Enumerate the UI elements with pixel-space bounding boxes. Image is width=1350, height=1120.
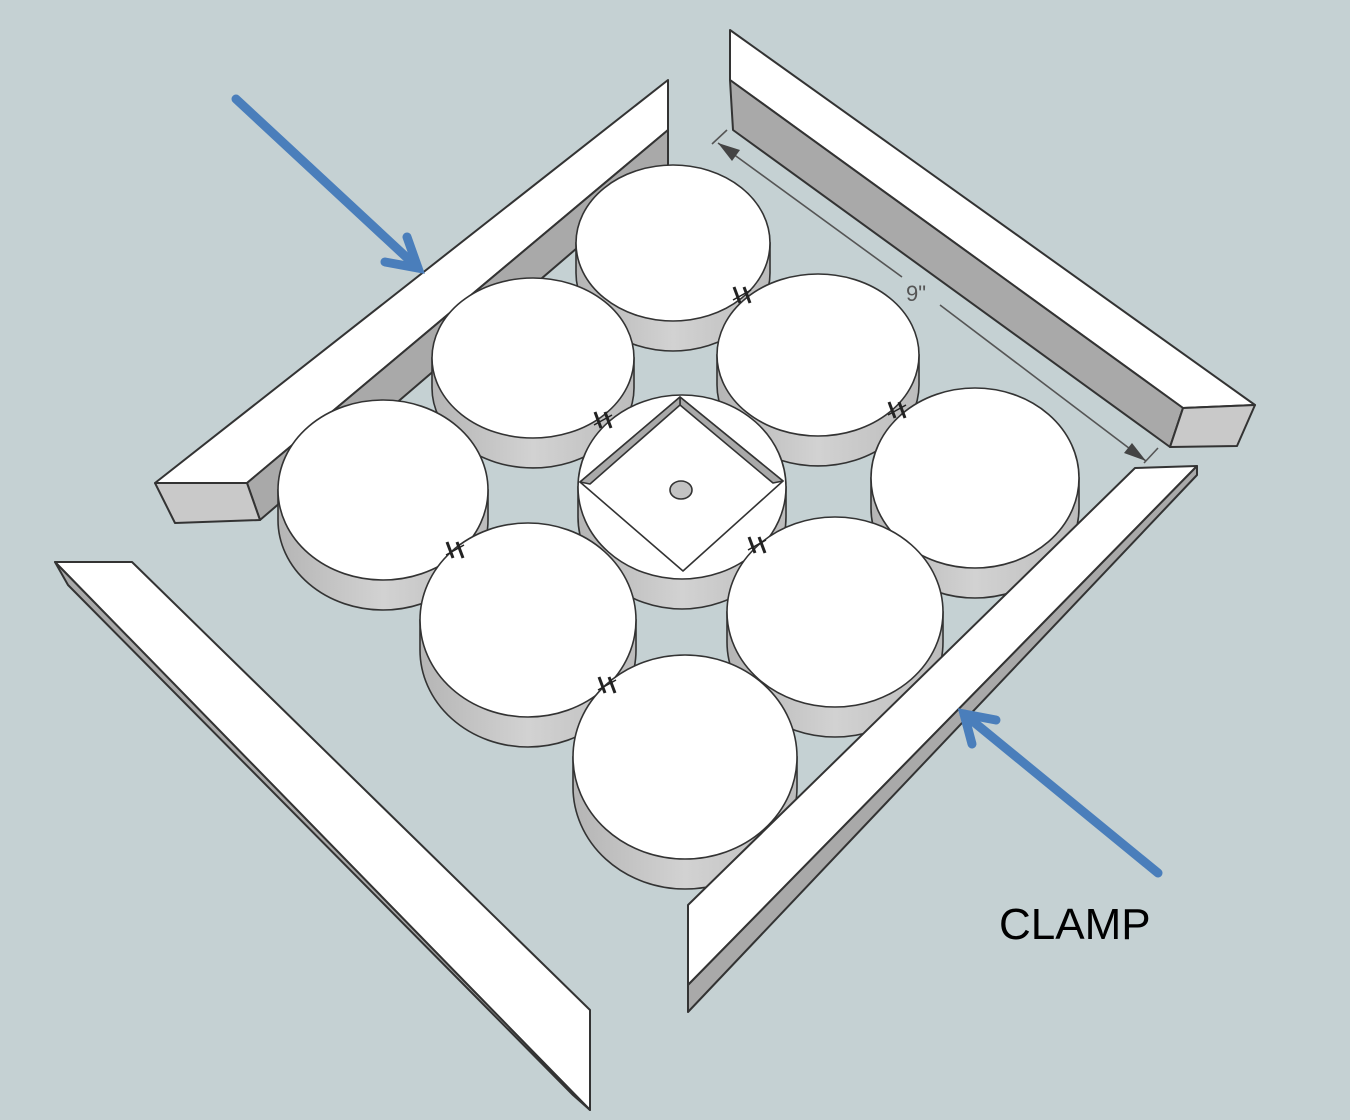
tick-mark xyxy=(455,541,465,559)
cylinder-right xyxy=(870,387,1080,599)
tick-mark xyxy=(732,286,742,304)
tick-mark xyxy=(593,411,603,429)
tick-mark xyxy=(597,676,607,694)
tick-mark xyxy=(445,541,455,559)
tick-mark xyxy=(607,676,617,694)
center-square-recess xyxy=(579,396,784,572)
arrow-lower-right xyxy=(957,708,1163,878)
tangent-tick-marks xyxy=(445,286,907,694)
clamp-label: CLAMP xyxy=(999,900,1151,949)
dimension-label: 9" xyxy=(906,281,927,306)
dimension-line xyxy=(711,129,1159,464)
arrow-upper-left xyxy=(231,94,425,274)
tick-mark xyxy=(887,401,897,419)
cylinder-upper-left xyxy=(431,277,635,469)
tick-mark xyxy=(747,536,757,554)
tick-mark xyxy=(757,536,767,554)
tick-mark xyxy=(897,401,907,419)
tick-mark xyxy=(603,411,613,429)
clamp-bar-lower-right xyxy=(687,465,1198,1013)
cylinder-lower-left xyxy=(419,522,637,748)
tick-mark xyxy=(742,286,752,304)
clamp-bar-upper-right xyxy=(729,29,1256,448)
center-hole-icon xyxy=(669,480,693,500)
clamp-bar-lower-left xyxy=(54,561,591,1111)
